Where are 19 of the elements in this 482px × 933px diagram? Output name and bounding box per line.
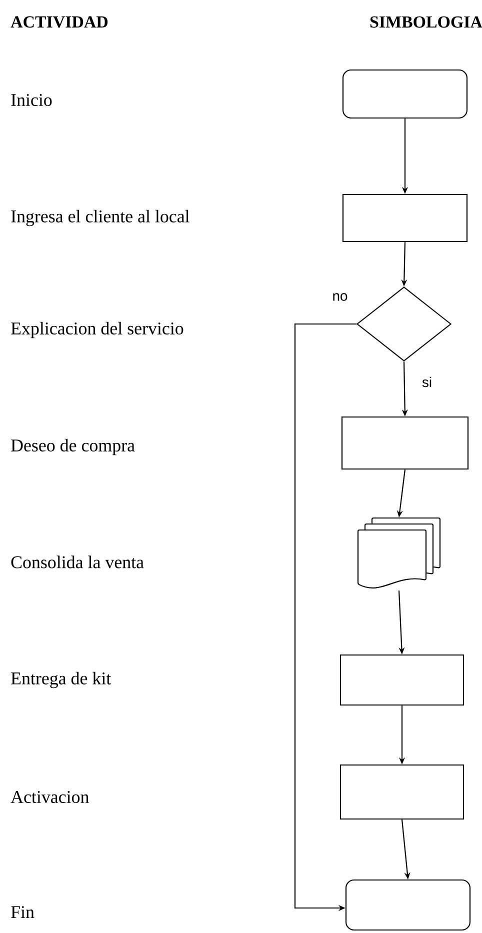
activity-label: Activacion <box>10 790 89 804</box>
edge-label: no <box>331 292 349 302</box>
column-header: ACTIVIDAD <box>10 16 108 28</box>
activity-label: Inicio <box>11 94 52 106</box>
activity-label: Fin <box>11 906 34 918</box>
terminal-box <box>345 879 471 931</box>
activity-label: Ingresa el cliente al local <box>11 210 190 226</box>
activity-label: Deseo de compra <box>11 438 135 456</box>
process-box <box>340 654 464 706</box>
column-header: SIMBOLOGIA <box>370 16 482 28</box>
multi-document-symbol <box>357 517 441 588</box>
process-box <box>341 416 469 470</box>
terminal-box <box>342 69 468 119</box>
activity-label: Entrega de kit <box>11 672 112 688</box>
process-box <box>342 194 468 242</box>
edge-label: si <box>420 376 434 388</box>
process-box <box>340 764 464 820</box>
activity-label: Explicacion del servicio <box>11 322 184 338</box>
activity-label: Consolida la venta <box>11 556 144 568</box>
